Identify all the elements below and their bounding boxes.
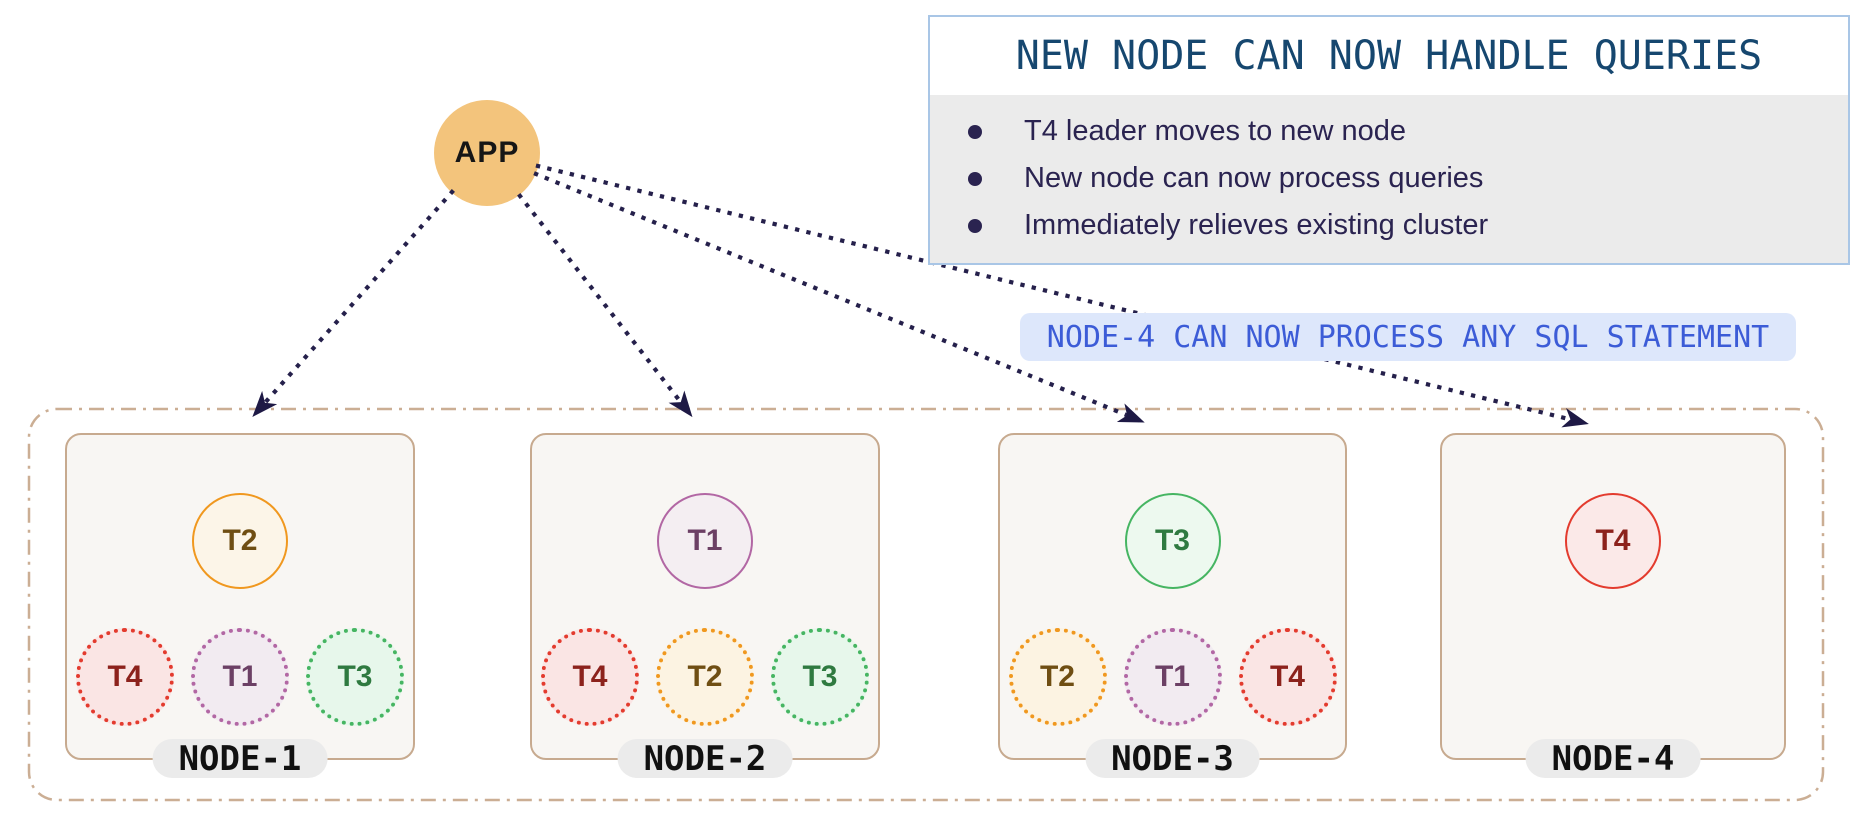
tablet-t3-leader: T3: [1124, 493, 1221, 589]
node-label-node-4: NODE-4: [1525, 739, 1701, 779]
tablet-t3-follower: T3: [771, 628, 869, 726]
tablet-t4-follower: T4: [541, 628, 639, 726]
app-node: APP: [434, 100, 540, 206]
node-label-node-3: NODE-3: [1085, 739, 1260, 779]
info-box: NEW NODE CAN NOW HANDLE QUERIES T4 leade…: [928, 15, 1850, 265]
bullet-text: T4 leader moves to new node: [1024, 115, 1407, 147]
bullet-icon: [968, 171, 982, 186]
node-card-node-3: T3 T2 T1 T4 NODE-3: [998, 433, 1347, 779]
tablet-t1-leader: T1: [657, 493, 753, 589]
bullet-text: Immediately relieves existing cluster: [1024, 209, 1489, 241]
tablet-t2-leader: T2: [192, 493, 288, 589]
node-card-node-4: T4 NODE-4: [1440, 433, 1786, 779]
node-card-node-2: T1 T4 T2 T3 NODE-2: [530, 433, 880, 779]
bullet-icon: [968, 124, 982, 139]
bullet-item: T4 leader moves to new node: [930, 108, 1848, 155]
tablet-t4-follower: T4: [1238, 628, 1337, 726]
tablet-t2-follower: T2: [656, 628, 754, 726]
info-box-header: NEW NODE CAN NOW HANDLE QUERIES: [930, 17, 1848, 95]
tablet-t1-follower: T1: [191, 628, 289, 726]
follower-row: T4 T2 T3: [532, 628, 878, 726]
bullet-icon: [968, 218, 982, 233]
tablet-t4-follower: T4: [76, 628, 174, 726]
info-box-title: NEW NODE CAN NOW HANDLE QUERIES: [1015, 33, 1763, 79]
bullet-item: New node can now process queries: [930, 155, 1848, 202]
tablet-t2-follower: T2: [1008, 628, 1107, 726]
node-4-status-callout: NODE-4 CAN NOW PROCESS ANY SQL STATEMENT: [1020, 313, 1796, 361]
node-card-node-1: T2 T4 T1 T3 NODE-1: [65, 433, 415, 779]
tablet-t4-leader: T4: [1565, 493, 1661, 589]
follower-row: T4 T1 T3: [67, 628, 413, 726]
bullet-text: New node can now process queries: [1024, 162, 1484, 194]
tablet-t1-follower: T1: [1123, 628, 1222, 726]
follower-row: T2 T1 T4: [1000, 628, 1345, 726]
tablet-t3-follower: T3: [306, 628, 404, 726]
node-label-node-2: NODE-2: [617, 739, 793, 779]
arrow-app-to-node-2: [517, 193, 693, 418]
node-label-node-1: NODE-1: [152, 739, 328, 779]
bullet-item: Immediately relieves existing cluster: [930, 202, 1848, 249]
arrow-app-to-node-1: [252, 189, 455, 417]
info-box-body: T4 leader moves to new node New node can…: [930, 95, 1848, 263]
